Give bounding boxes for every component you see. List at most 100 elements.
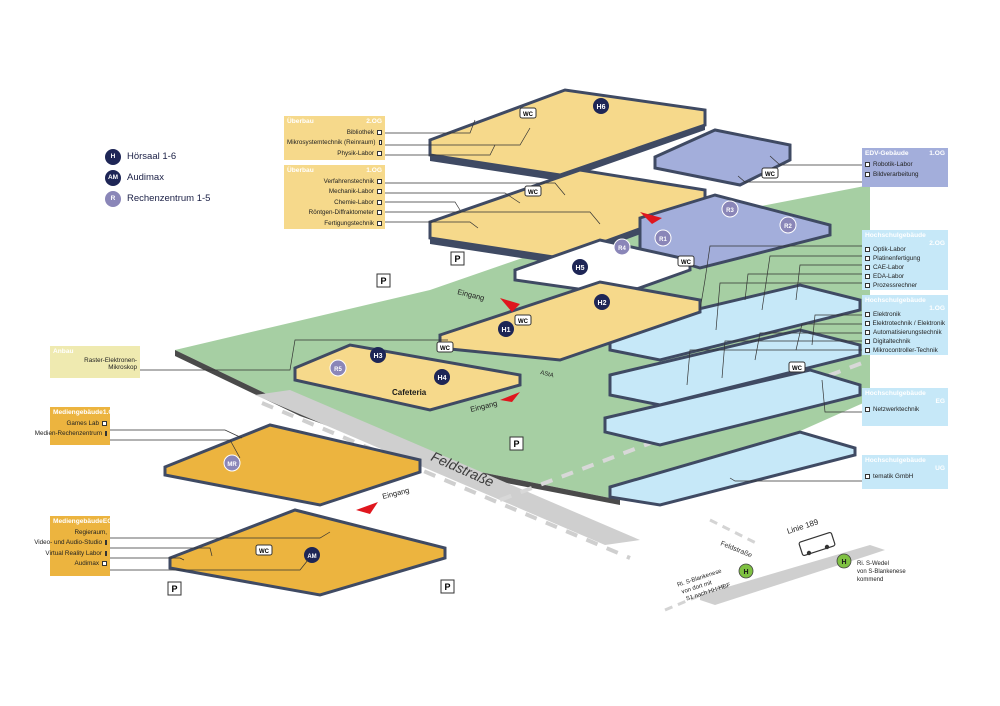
parking-marker: P xyxy=(509,436,524,451)
panel-item: EDA-Labor xyxy=(865,272,945,281)
panel-item: Virtual Reality Labor xyxy=(45,548,107,559)
room-badge-h5: H5 xyxy=(572,259,588,275)
panel-item: Mikrosystemtechnik (Reinraum) xyxy=(287,138,382,149)
panel-title: Mediengebäude xyxy=(53,409,103,416)
panel-title: Hochschulgebäude xyxy=(865,232,926,239)
room-badge-r5: R5 xyxy=(329,359,347,377)
panel-item: Fertigungstechnik xyxy=(287,218,382,229)
hoersaal-badge-icon: H xyxy=(105,148,121,165)
room-badge-h2: H2 xyxy=(594,294,610,310)
legend-hoersaal: H Hörsaal 1-6 xyxy=(105,146,210,167)
parking-marker-text: P xyxy=(380,276,386,286)
room-badge-r2: R2 xyxy=(779,216,797,234)
wc-marker: WC xyxy=(677,255,695,267)
panel-floor: 2.OG xyxy=(366,118,382,125)
room-badge-am: AM xyxy=(304,547,320,563)
hs-2og-floor xyxy=(608,283,862,362)
entrance-arrow-ueberbau xyxy=(640,212,662,224)
edv-1og-floor xyxy=(653,128,792,187)
parking-marker-text: P xyxy=(444,582,450,592)
wc-marker-text: WC xyxy=(523,112,534,118)
parking-marker: P xyxy=(376,273,391,288)
panel-item: Netzwerktechnik xyxy=(865,404,945,415)
bus-stop-west: H xyxy=(738,563,754,579)
panel-title: Hochschulgebäude xyxy=(865,390,926,397)
panel-title: Hochschulgebäude xyxy=(865,457,926,464)
wc-marker: WC xyxy=(761,167,779,179)
panel-item: Chemie-Labor xyxy=(287,197,382,208)
panel-floor: 2.OG xyxy=(929,240,945,247)
hs-eg-floor xyxy=(603,368,862,447)
room-badge-mr-text: MR xyxy=(227,462,237,468)
panel-hs-eg: Hochschulgebäude EG Netzwerktechnik xyxy=(862,388,948,426)
legend-hoersaal-label: Hörsaal 1-6 xyxy=(127,151,177,162)
panel-floor: 1.OG xyxy=(929,150,945,157)
parking-marker: P xyxy=(167,581,182,596)
room-badge-r3: R3 xyxy=(721,200,739,218)
bus-stop-east: H xyxy=(836,553,852,569)
legend-audimax: AM Audimax xyxy=(105,167,210,188)
room-badge-h6-text: H6 xyxy=(597,104,606,111)
panel-hs-2og: Hochschulgebäude 2.OG Optik-Labor Platin… xyxy=(862,230,948,290)
panel-title: EDV-Gebäude xyxy=(865,150,909,157)
panel-item: tematik GmbH xyxy=(865,471,945,482)
panel-hs-ug: Hochschulgebäude UG tematik GmbH xyxy=(862,455,948,489)
panel-floor: 1.OG xyxy=(366,167,382,174)
wc-marker-text: WC xyxy=(518,319,529,325)
room-badge-am-text: AM xyxy=(307,554,316,560)
parking-marker-text: P xyxy=(171,584,177,594)
panel-title: Mediengebäude xyxy=(53,518,103,525)
bus-stop-east-text: H xyxy=(841,559,846,566)
entrance-medien-label: Eingang xyxy=(381,486,410,501)
hs-1og-floor xyxy=(608,328,862,407)
legend: H Hörsaal 1-6 AM Audimax R Rechenzentrum… xyxy=(105,146,210,209)
panel-floor: UG xyxy=(935,465,945,472)
cafeteria-label: Cafeteria xyxy=(392,388,427,397)
room-badge-h5-text: H5 xyxy=(576,265,585,272)
bus-icon xyxy=(798,532,836,556)
room-badge-r5-text: R5 xyxy=(334,367,342,373)
panel-title: Anbau xyxy=(53,348,74,355)
parking-marker: P xyxy=(450,251,465,266)
parking-marker-text: P xyxy=(454,254,460,264)
feldstrasse-small-label: Feldstraße xyxy=(719,540,753,559)
room-badge-r1: R1 xyxy=(654,229,672,247)
panel-title: Überbau xyxy=(287,167,314,174)
medien-1og-floor xyxy=(163,423,422,507)
wc-marker-text: WC xyxy=(440,346,451,352)
transit-east-line: kommend xyxy=(857,577,883,583)
wc-marker: WC xyxy=(524,185,542,197)
transit-east-line: Ri. S-Wedel xyxy=(857,561,889,567)
wc-marker: WC xyxy=(519,107,537,119)
audimax-badge-icon: AM xyxy=(105,169,121,186)
wc-marker-text: WC xyxy=(792,366,803,372)
panel-item: Physik-Labor xyxy=(287,148,382,159)
room-badge-h1: H1 xyxy=(498,321,514,337)
panel-floor: 1.OG xyxy=(929,305,945,312)
room-badge-mr: MR xyxy=(223,454,241,472)
leader-lines xyxy=(110,119,862,571)
bus-stop-west-text: H xyxy=(743,569,748,576)
wc-marker: WC xyxy=(788,361,806,373)
asta-label: AStA xyxy=(540,370,555,379)
room-badge-r1-text: R1 xyxy=(659,237,667,243)
panel-item: Mechanik-Labor xyxy=(287,187,382,198)
panel-item: Mikroskop xyxy=(108,364,137,371)
hs-ug-floor xyxy=(608,430,857,507)
panel-item: Raster-Elektronen- xyxy=(84,357,137,364)
panel-item: Digitaltechnik xyxy=(865,337,945,346)
panel-item: Regieraum, xyxy=(74,528,107,536)
ueberbau-1og-edge xyxy=(430,205,705,264)
room-badge-h3: H3 xyxy=(370,347,386,363)
room-badge-h4: H4 xyxy=(434,369,450,385)
panel-item: Audimax xyxy=(53,559,107,570)
bus-line-label: Linie 189 xyxy=(786,517,820,536)
panel-item: Platinenfertigung xyxy=(865,254,945,263)
wc-marker-text: WC xyxy=(259,549,270,555)
transit-east-text: Ri. S-Wedel von S-Blankenese kommend xyxy=(857,561,906,583)
panel-item: Mikrocontroller-Technik xyxy=(865,346,945,355)
room-badge-r3-text: R3 xyxy=(726,208,734,214)
road-dash xyxy=(261,401,631,560)
